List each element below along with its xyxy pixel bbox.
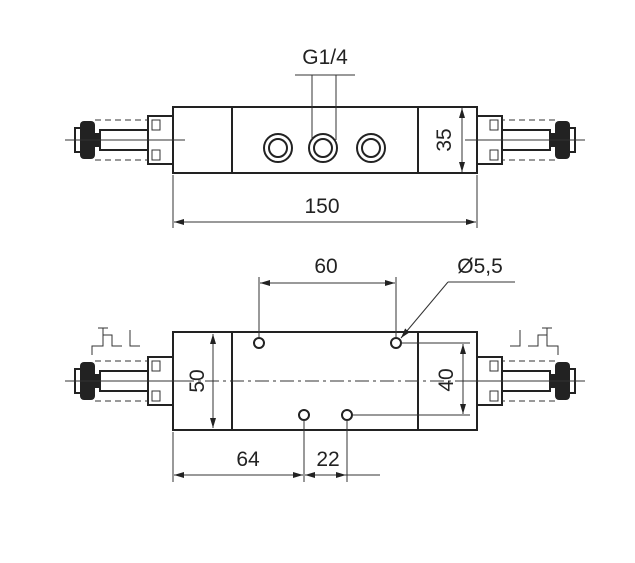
left-actuator xyxy=(64,115,186,165)
ports xyxy=(263,133,386,163)
left-actuator-bottom xyxy=(64,356,186,406)
hole-spacing-dimension: 60 xyxy=(314,255,337,278)
hole-row-spacing-dimension: 40 xyxy=(435,368,458,391)
right-actuator xyxy=(464,115,586,165)
hole-diameter-label: Ø5,5 xyxy=(457,255,503,278)
width-dimension: 50 xyxy=(186,369,209,392)
port-size-label: G1/4 xyxy=(302,46,348,69)
length-dimension: 150 xyxy=(304,195,339,218)
offset-dimension: 64 xyxy=(236,448,260,471)
lower-hole-spacing-dimension: 22 xyxy=(316,448,339,471)
bottom-view: 60 Ø5,5 50 40 64 22 xyxy=(64,255,586,482)
right-actuator-bottom xyxy=(464,356,586,406)
top-view: G1/4 35 150 xyxy=(64,46,586,228)
height-dimension: 35 xyxy=(433,128,456,151)
mounting-holes xyxy=(253,337,402,421)
